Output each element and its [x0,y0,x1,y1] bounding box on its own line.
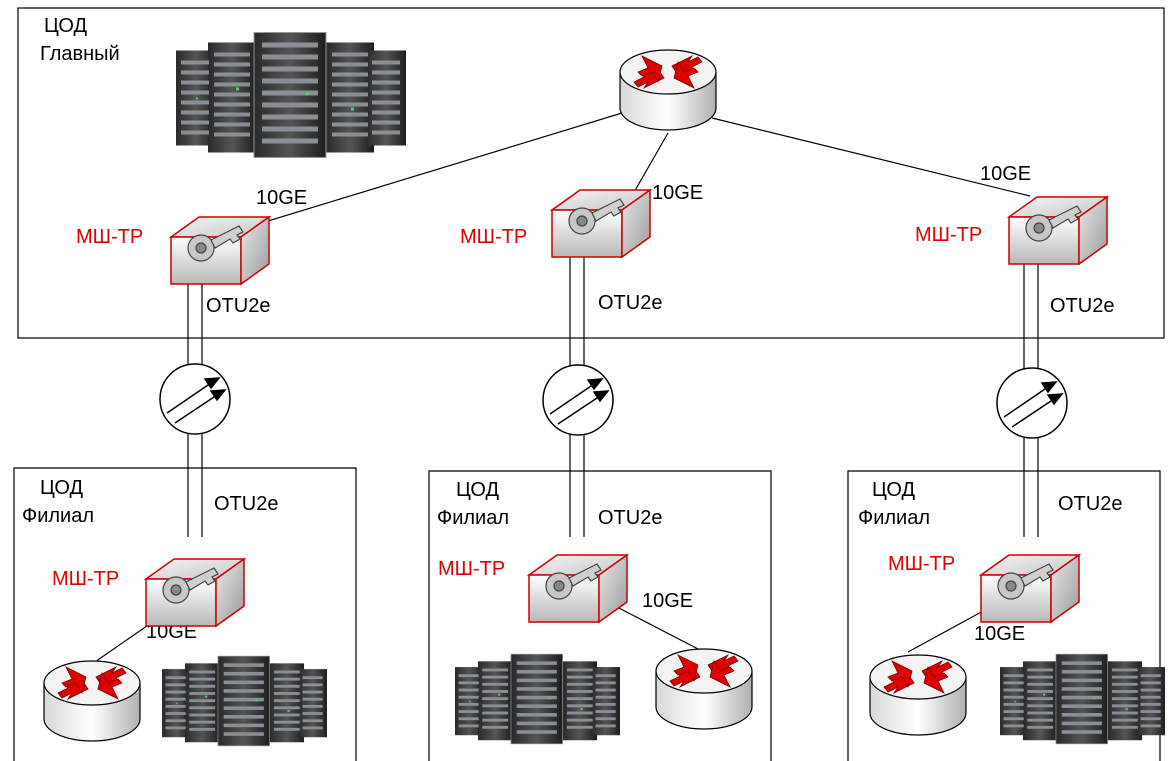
optical-channel-icon [159,363,231,435]
server-rack-icon [161,655,328,747]
eth-link-label: 10GE [980,163,1031,185]
otn-link-label: OTU2e [1050,295,1114,317]
server-rack-icon [999,653,1166,745]
server-rack-icon [175,31,407,159]
otn-link-label: OTU2e [598,507,662,529]
server-rack-icon [454,653,621,745]
router-icon [43,660,141,742]
branch-dc-2: ЦОД Филиал OTU2e МШ-ТР 10GE [428,470,772,761]
branch-title-line2: Филиал [437,507,509,529]
router-icon [655,648,753,730]
eth-link-label: 10GE [642,590,693,612]
branch-title-line2: Филиал [22,505,94,527]
encryptor-label: МШ-ТР [460,226,527,248]
encryptor-key-icon [1008,196,1108,265]
eth-link-label: 10GE [256,187,307,209]
main-dc-title-line1: ЦОД [44,15,87,37]
encryptor-key-icon [145,558,245,627]
otn-link-label: OTU2e [206,295,270,317]
branch-title-line1: ЦОД [40,477,83,499]
eth-link-line [614,605,701,651]
encryptor-key-icon [528,554,628,623]
encryptor-label: МШ-ТР [76,226,143,248]
main-dc-frame [17,7,1165,339]
encryptor-key-icon [551,189,651,258]
encryptor-key-icon [170,216,270,285]
main-dc-title-line2: Главный [40,43,120,65]
branch-dc-3: ЦОД Филиал OTU2e МШ-ТР 10GE [847,470,1166,761]
encryptor-label: МШ-ТР [438,558,505,580]
optical-channel-icon [996,367,1068,439]
eth-link-label: 10GE [974,623,1025,645]
encryptor-label: МШ-ТР [52,568,119,590]
branch-title-line2: Филиал [858,507,930,529]
branch-dc-1: ЦОД Филиал OTU2e МШ-ТР 10GE [13,467,357,761]
encryptor-label: МШ-ТР [888,553,955,575]
eth-link-label: 10GE [652,182,703,204]
router-icon [869,654,967,736]
encryptor-label: МШ-ТР [915,224,982,246]
otn-link-label: OTU2e [598,292,662,314]
otn-link-label: OTU2e [214,493,278,515]
branch-title-line1: ЦОД [456,479,499,501]
branch-title-line1: ЦОД [872,479,915,501]
otn-link-label: OTU2e [1058,493,1122,515]
optical-channel-icon [542,364,614,436]
router-icon [619,49,717,131]
encryptor-key-icon [980,554,1080,623]
